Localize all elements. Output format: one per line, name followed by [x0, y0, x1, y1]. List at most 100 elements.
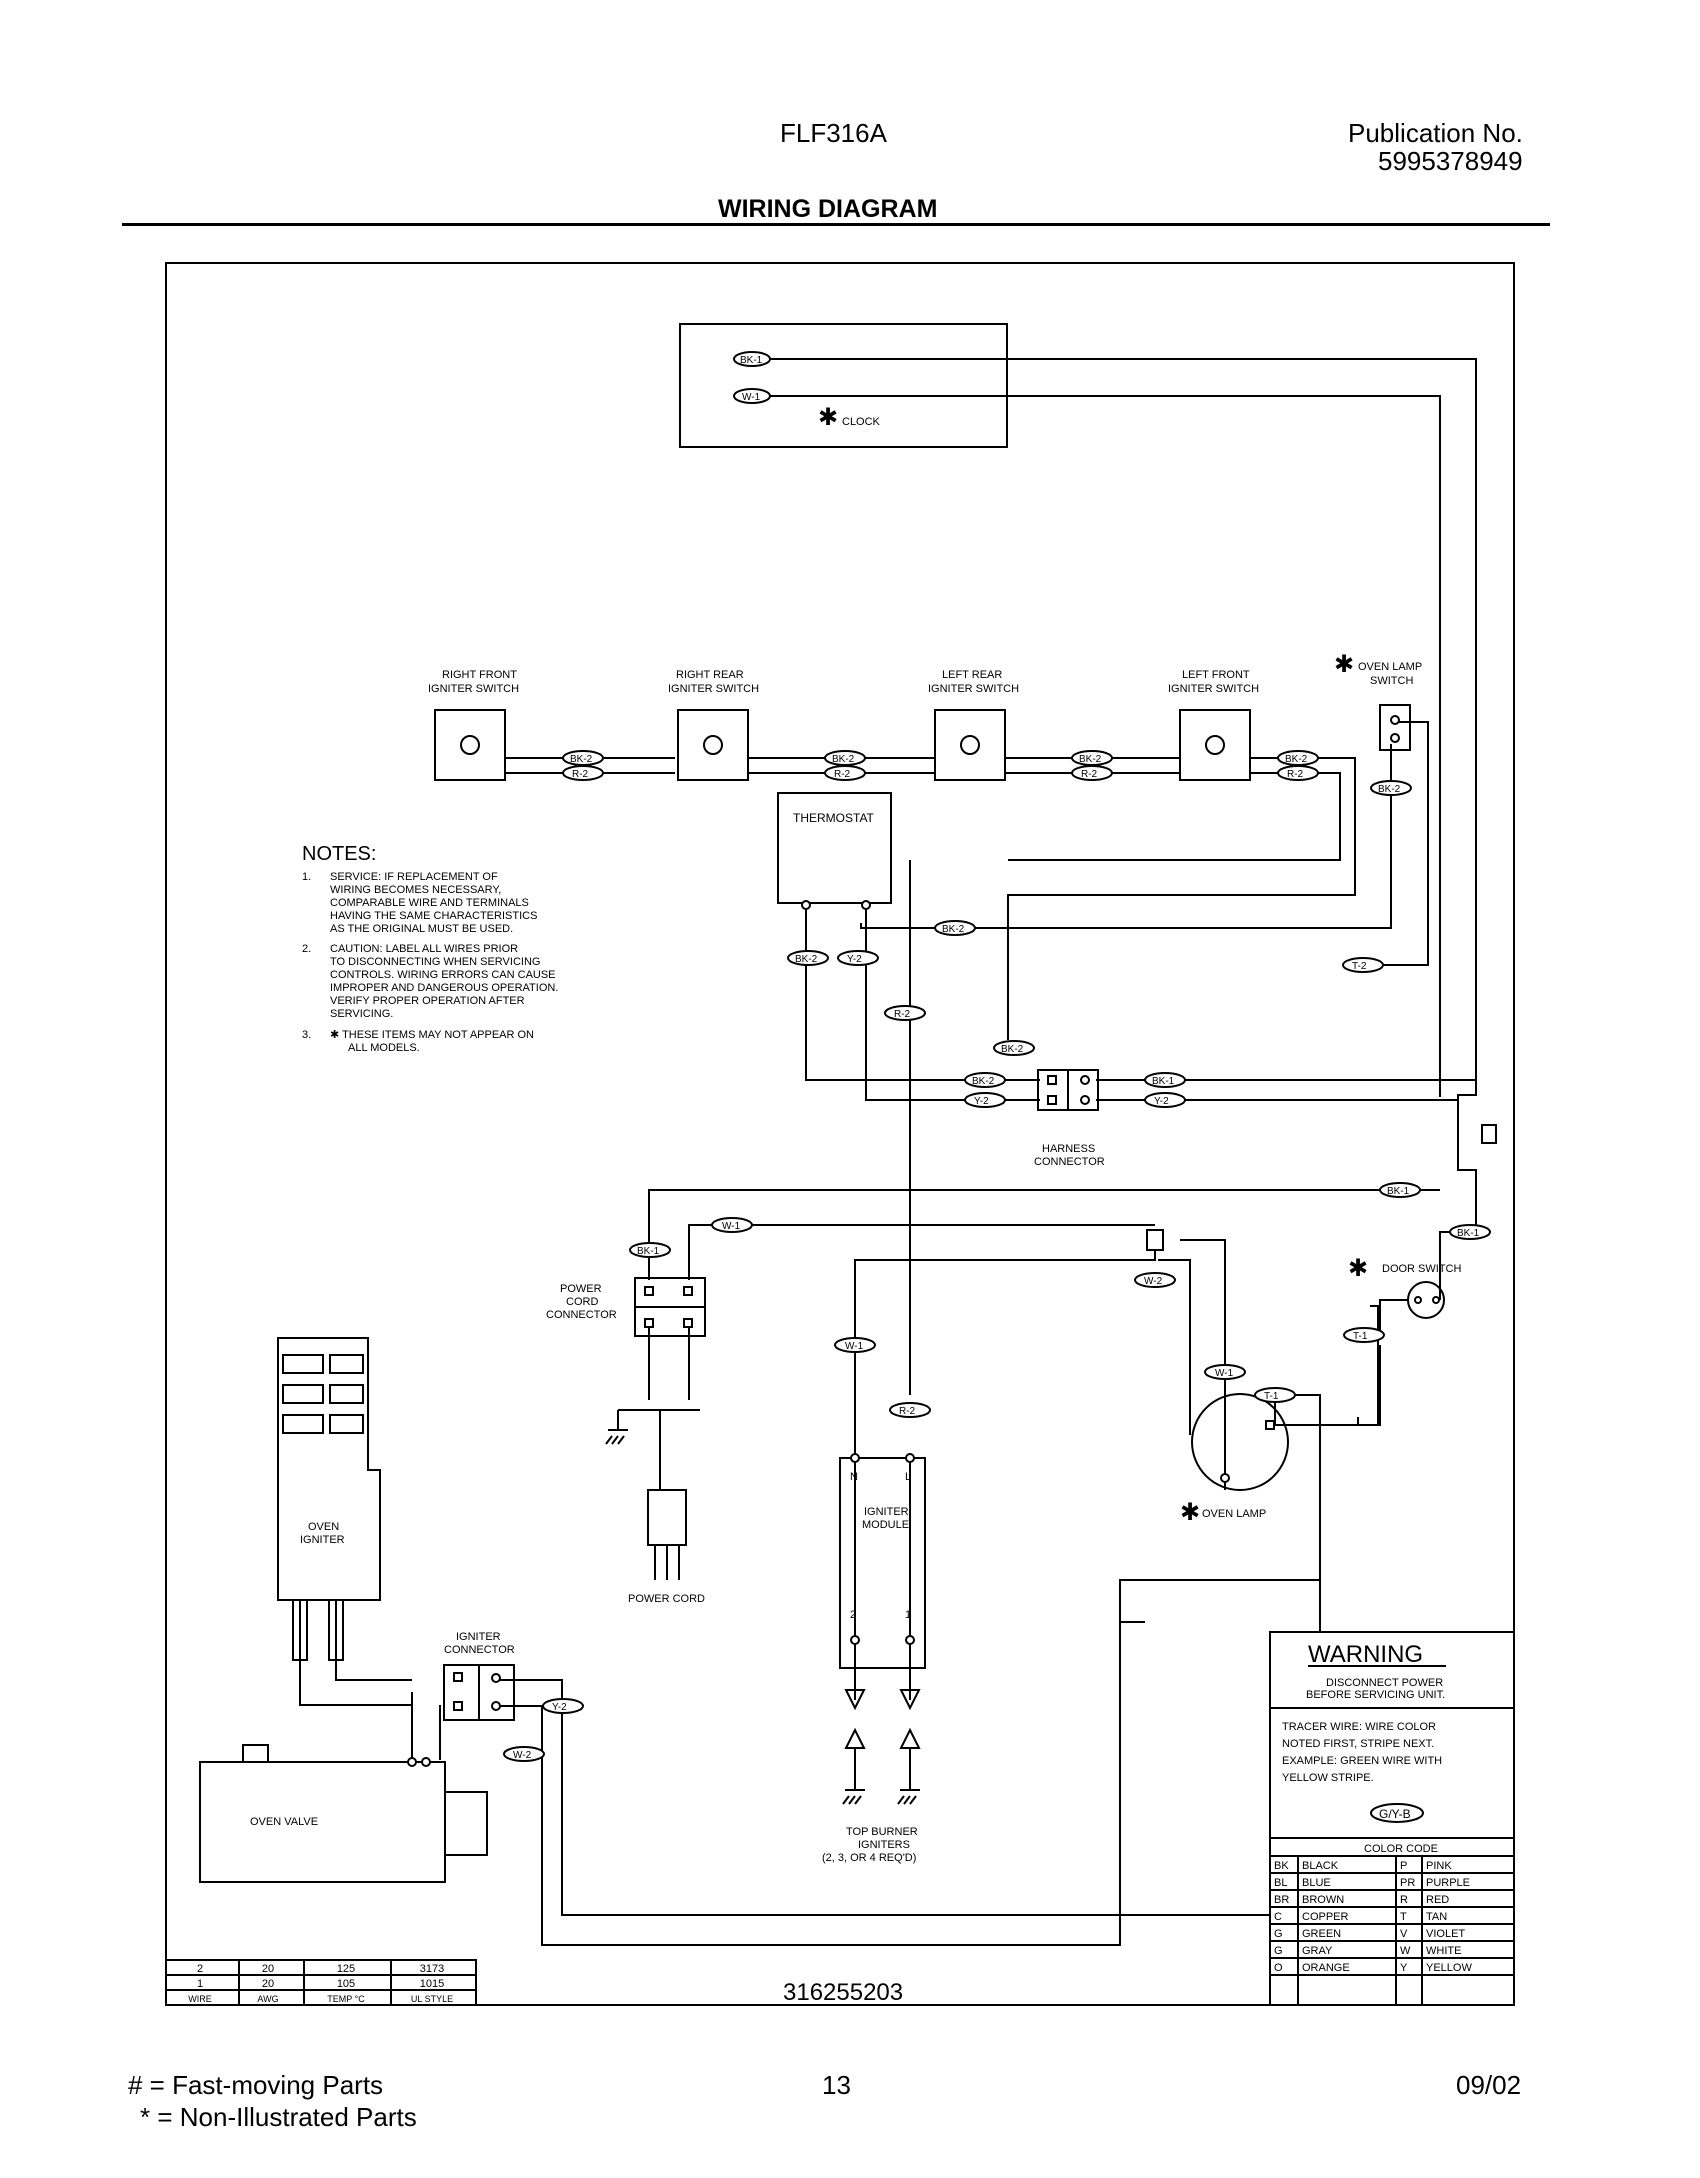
color-code-cell: C: [1274, 1911, 1282, 1923]
wire-tag: W-2: [1134, 1272, 1176, 1288]
color-code-cell: G: [1274, 1945, 1283, 1957]
notes-block: NOTES: 1. SERVICE: IF REPLACEMENT OF WIR…: [302, 843, 558, 1054]
wire-tag: Y-2: [542, 1698, 584, 1714]
left-front-label-2: IGNITER SWITCH: [1168, 683, 1259, 695]
page-title: WIRING DIAGRAM: [718, 195, 938, 223]
svg-text:BK-2: BK-2: [795, 954, 818, 965]
wire-tag: BK-1: [1449, 1224, 1491, 1240]
wire-tag: BK-2: [934, 920, 976, 936]
wire-tag: Y-2: [837, 950, 879, 966]
note-1-line: AS THE ORIGINAL MUST BE USED.: [330, 923, 513, 935]
wire-tag: T-2: [1342, 957, 1384, 973]
svg-text:W-1: W-1: [742, 392, 761, 403]
color-code-cell: WHITE: [1426, 1945, 1461, 1957]
color-code-cell: O: [1274, 1962, 1283, 1974]
top-burner-label-2: IGNITERS: [858, 1839, 910, 1851]
note-1-line: WIRING BECOMES NECESSARY,: [330, 884, 501, 896]
power-cord-connector-label-2: CORD: [566, 1296, 598, 1308]
svg-text:BK-2: BK-2: [1001, 1044, 1024, 1055]
wire-tag: BK-2: [824, 750, 866, 766]
svg-text:BK-2: BK-2: [972, 1076, 995, 1087]
thermostat: THERMOSTAT: [777, 792, 892, 910]
color-code-cell: P: [1400, 1860, 1407, 1872]
svg-text:BK-1: BK-1: [1457, 1228, 1480, 1239]
note-1-line: COMPARABLE WIRE AND TERMINALS: [330, 897, 529, 909]
wire-tag: BK-2: [1277, 750, 1319, 766]
splice-connector-center: [1146, 1229, 1164, 1251]
warning-line-1: DISCONNECT POWER: [1326, 1677, 1443, 1689]
wire-tag: W-1: [733, 388, 771, 404]
note-1-line: HAVING THE SAME CHARACTERISTICS: [330, 910, 537, 922]
svg-text:W-1: W-1: [722, 1221, 741, 1232]
igniter-module-label-2: MODULE: [862, 1519, 909, 1531]
right-rear-igniter-switch: RIGHT REAR IGNITER SWITCH: [668, 669, 759, 781]
left-front-label-1: LEFT FRONT: [1182, 669, 1250, 681]
wire-tag: R-2: [889, 1402, 931, 1418]
door-switch: ✱ DOOR SWITCH: [1275, 1255, 1461, 1426]
oven-lamp-switch-label-1: OVEN LAMP: [1358, 661, 1422, 673]
wire-tag: BK-2: [562, 750, 604, 766]
harness-label-1: HARNESS: [1042, 1143, 1095, 1155]
color-code-cell: RED: [1426, 1894, 1449, 1906]
color-code-cell: PURPLE: [1426, 1877, 1470, 1889]
clock-star: ✱: [818, 404, 838, 431]
warning-line-2: BEFORE SERVICING UNIT.: [1306, 1689, 1445, 1701]
svg-text:BK-1: BK-1: [1152, 1076, 1175, 1087]
wire-tag: BK-1: [1144, 1072, 1186, 1088]
wire-tag: R-2: [884, 1005, 926, 1021]
wire-tag: BK-2: [1071, 750, 1113, 766]
module-l: L: [905, 1471, 911, 1483]
publication-number: 5995378949: [1378, 146, 1523, 176]
clock-box: [679, 323, 1008, 448]
warning-title: WARNING: [1308, 1641, 1423, 1668]
igniter-connector-label-2: CONNECTOR: [444, 1644, 515, 1656]
warning-box: WARNING DISCONNECT POWER BEFORE SERVICIN…: [1269, 1631, 1515, 2006]
wire-tag: BK-2: [964, 1072, 1006, 1088]
publication-label: Publication No.: [1348, 118, 1523, 148]
module-n: N: [850, 1471, 858, 1483]
right-rear-label-2: IGNITER SWITCH: [668, 683, 759, 695]
color-code-cell: YELLOW: [1426, 1962, 1472, 1974]
note-2-line: IMPROPER AND DANGEROUS OPERATION.: [330, 982, 558, 994]
tracer-example-label: G/Y-B: [1379, 1807, 1411, 1821]
svg-text:W-1: W-1: [845, 1341, 864, 1352]
igniter-module-label-1: IGNITER: [864, 1506, 909, 1518]
left-rear-label-1: LEFT REAR: [942, 669, 1002, 681]
clock-label: CLOCK: [842, 416, 881, 428]
tracer-line: TRACER WIRE: WIRE COLOR: [1282, 1721, 1436, 1733]
svg-text:Y-2: Y-2: [1154, 1096, 1169, 1107]
oven-valve-label: OVEN VALVE: [250, 1816, 318, 1828]
svg-text:W-2: W-2: [1144, 1276, 1163, 1287]
wire-tag: W-1: [1204, 1364, 1246, 1380]
note-2-line: SERVICING.: [330, 1008, 393, 1020]
left-rear-label-2: IGNITER SWITCH: [928, 683, 1019, 695]
color-code-cell: COPPER: [1302, 1911, 1349, 1923]
wire-spec-cell: 20: [262, 1963, 274, 1975]
footer-date: 09/02: [1456, 2070, 1522, 2100]
footer-legend-non-illustrated: * = Non-Illustrated Parts: [140, 2102, 417, 2132]
color-code-cell: BL: [1274, 1877, 1287, 1889]
svg-text:BK-2: BK-2: [1378, 784, 1401, 795]
wire-tag: Y-2: [1144, 1092, 1186, 1108]
color-code-cell: BR: [1274, 1894, 1289, 1906]
svg-text:R-2: R-2: [1287, 769, 1304, 780]
svg-text:BK-1: BK-1: [637, 1246, 660, 1257]
svg-text:BK-2: BK-2: [942, 924, 965, 935]
note-3-line: ✱ THESE ITEMS MAY NOT APPEAR ON: [330, 1029, 534, 1041]
oven-igniter: OVEN IGNITER: [277, 1337, 381, 1661]
wire-tag: Y-2: [964, 1092, 1006, 1108]
color-code-cell: G: [1274, 1928, 1283, 1940]
harness-label-2: CONNECTOR: [1034, 1156, 1105, 1168]
right-front-label-2: IGNITER SWITCH: [428, 683, 519, 695]
power-cord-connector: POWER CORD CONNECTOR: [546, 1277, 706, 1337]
drawing-number: 316255203: [783, 1979, 903, 2006]
top-burner-igniters: [842, 1689, 921, 1805]
wire-spec-cell: WIRE: [188, 1994, 212, 2004]
header-rule: [122, 223, 1550, 226]
oven-lamp-switch-star: ✱: [1334, 651, 1354, 678]
svg-text:T-2: T-2: [1352, 961, 1367, 972]
oven-lamp-label: OVEN LAMP: [1202, 1508, 1266, 1520]
svg-text:R-2: R-2: [834, 769, 851, 780]
color-code-cell: VIOLET: [1426, 1928, 1465, 1940]
